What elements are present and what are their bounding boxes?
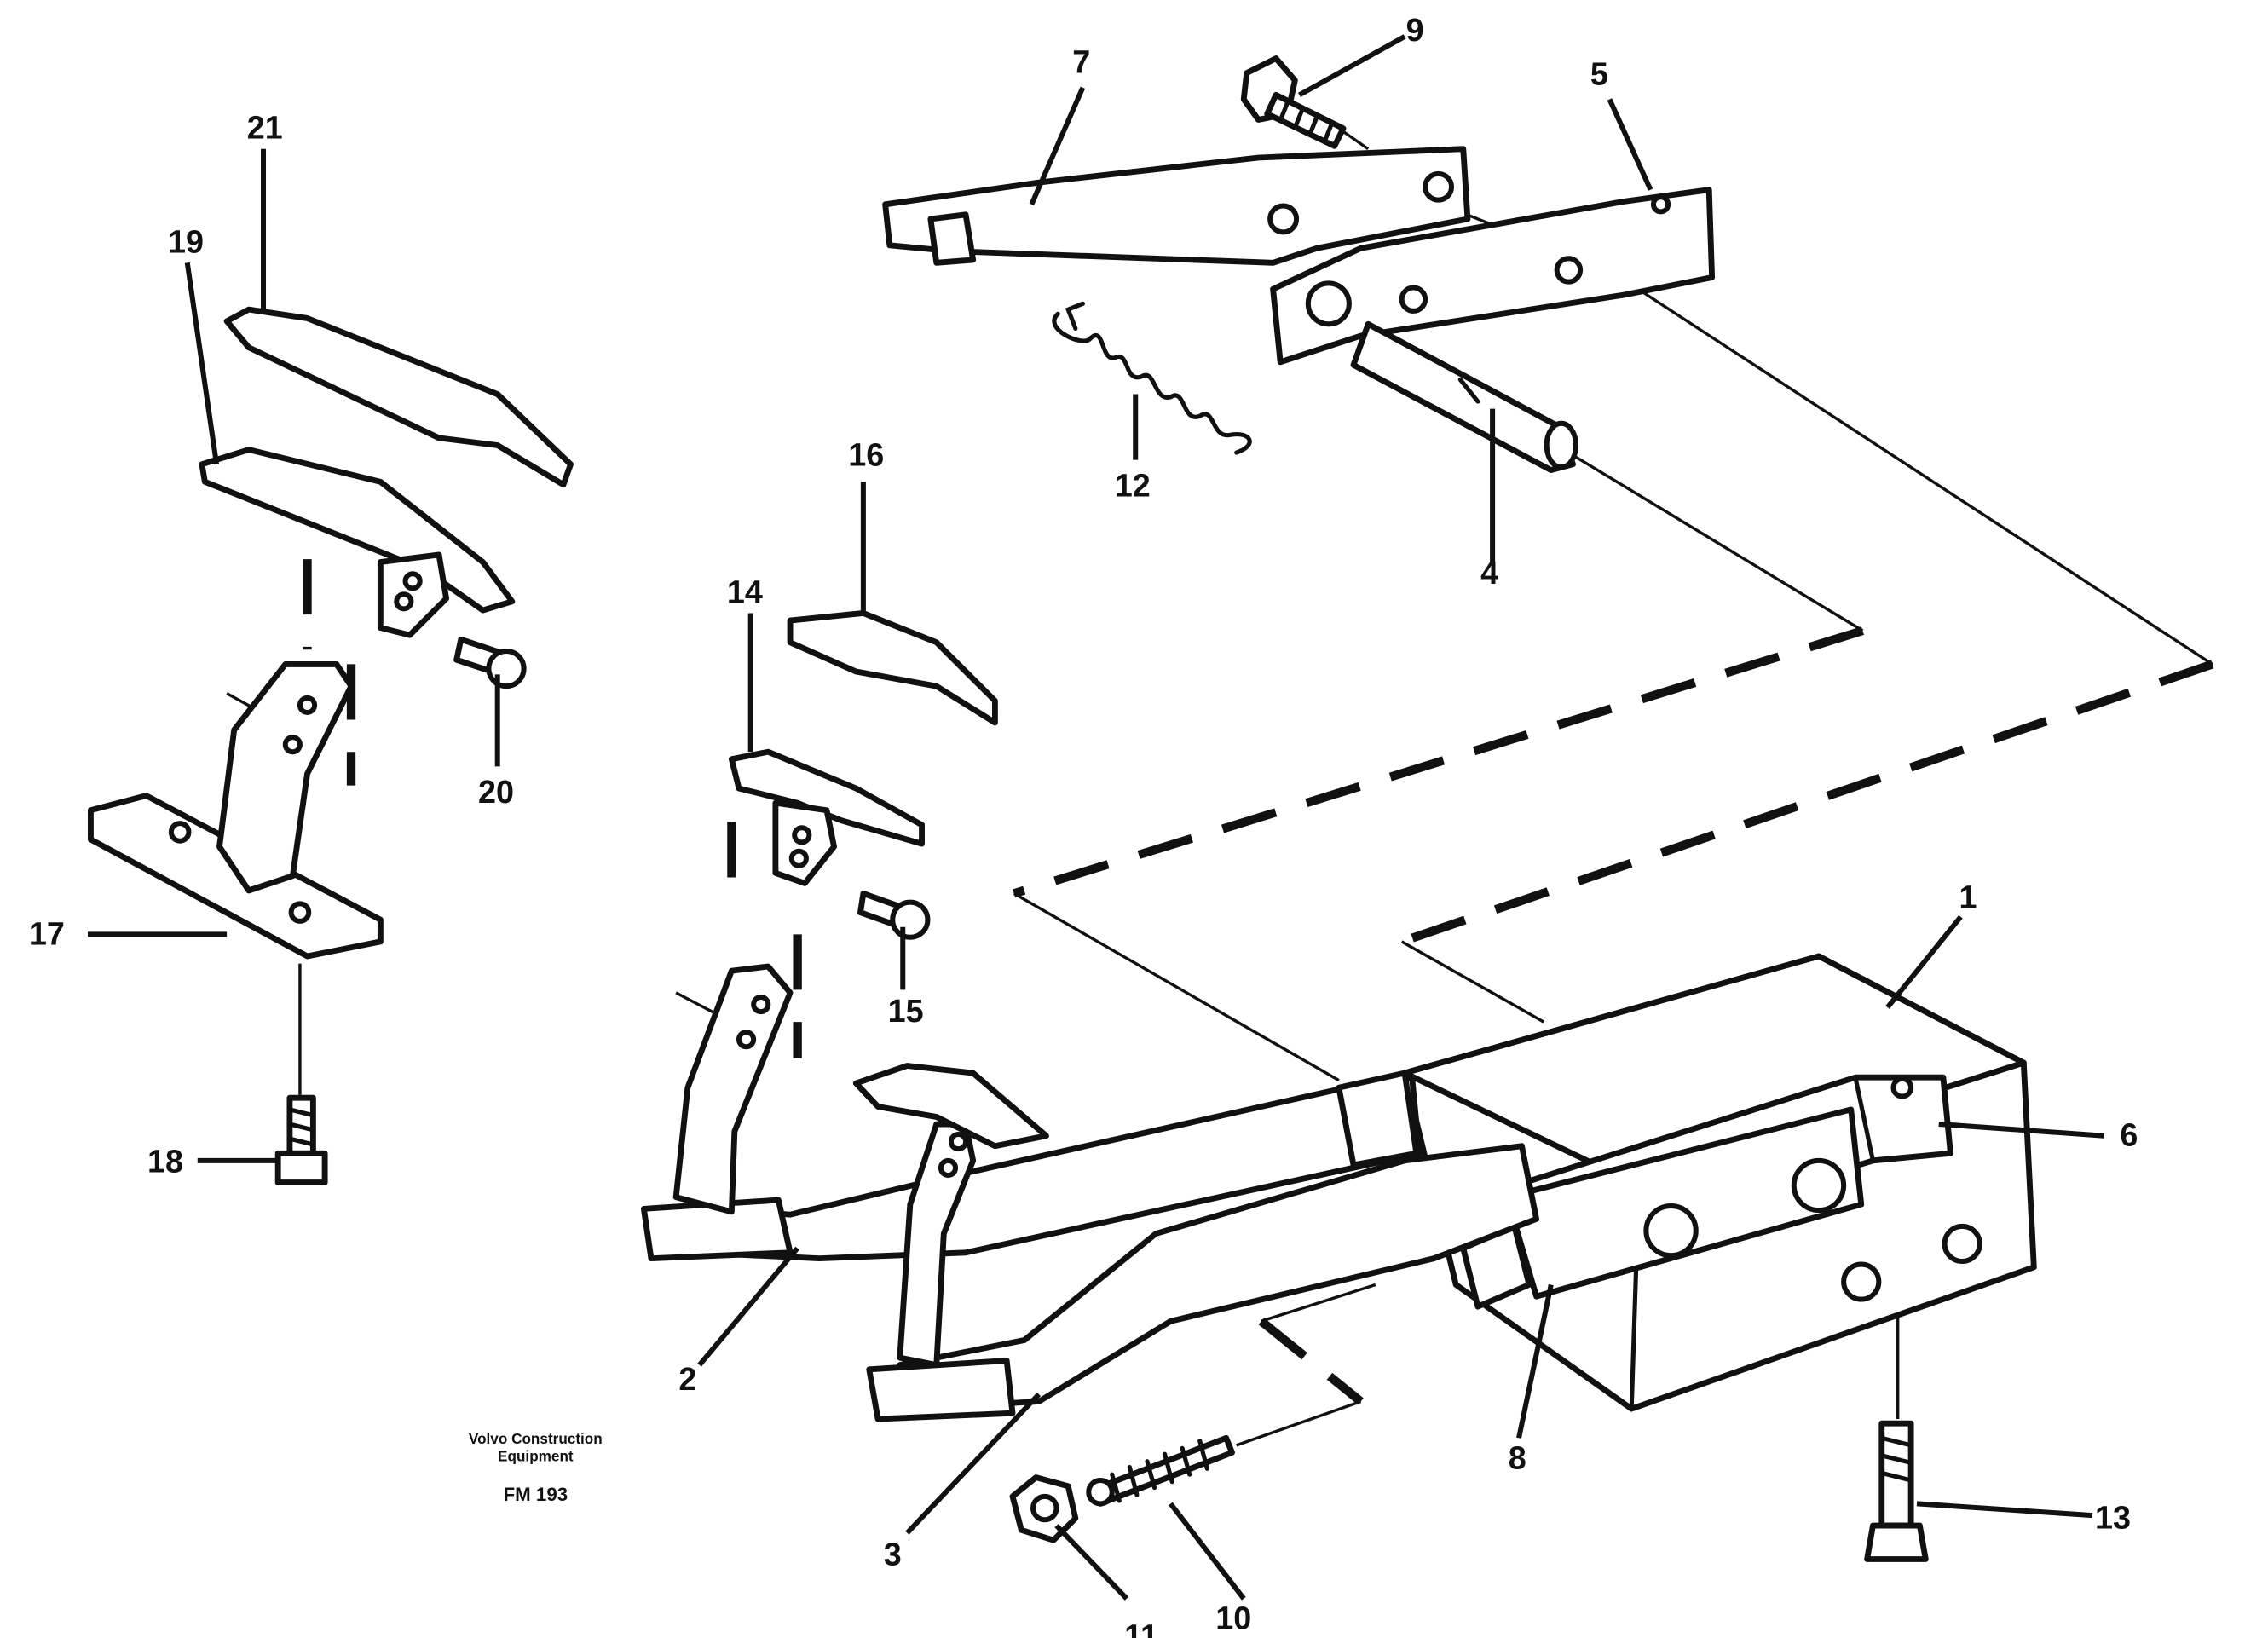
label-20: 20 <box>478 774 514 810</box>
label-19: 19 <box>168 223 204 259</box>
part-17-base-plate <box>88 660 384 960</box>
label-13: 13 <box>2095 1500 2131 1536</box>
label-3: 3 <box>884 1536 902 1572</box>
label-6: 6 <box>2120 1117 2138 1153</box>
drawing-code: FM 193 <box>504 1484 568 1505</box>
label-10: 10 <box>1215 1601 1251 1636</box>
part-20-screw <box>453 636 527 689</box>
label-17: 17 <box>29 915 65 951</box>
label-4: 4 <box>1480 555 1498 591</box>
part-8-bracket <box>1460 1106 1865 1310</box>
label-7: 7 <box>1072 44 1090 80</box>
label-1: 1 <box>1959 880 1977 915</box>
part-4-pivot-shaft <box>1350 320 1578 474</box>
part-15-screw <box>857 890 931 940</box>
part-12-spring <box>1052 301 1252 455</box>
label-18: 18 <box>147 1144 183 1179</box>
drawing-footer: Volvo Construction Equipment FM 193 <box>469 1430 603 1505</box>
part-21-pedal-pad <box>223 306 574 488</box>
label-16: 16 <box>848 436 884 472</box>
part-9-bolt <box>1240 55 1347 149</box>
company-name-line1: Volvo Construction <box>469 1430 603 1447</box>
label-2: 2 <box>678 1361 696 1397</box>
label-9: 9 <box>1406 12 1424 48</box>
part-2-pedal-lever <box>640 963 1423 1262</box>
company-name-line2: Equipment <box>498 1448 574 1465</box>
label-12: 12 <box>1115 467 1151 503</box>
part-16-pedal-pad <box>787 610 998 726</box>
part-10-spring-rod <box>1086 1434 1235 1507</box>
part-19-pedal-pad <box>199 447 516 638</box>
part-14-pedal-pad <box>728 748 926 886</box>
part-13-bolt <box>1864 1420 1929 1562</box>
label-5: 5 <box>1590 55 1608 91</box>
label-21: 21 <box>247 110 283 146</box>
part-11-nut <box>1009 1474 1079 1543</box>
leader-lines <box>88 34 2104 1601</box>
label-15: 15 <box>888 993 924 1029</box>
part-7-link-arm <box>882 146 1471 266</box>
part-5-shaft-bracket <box>1270 187 1716 366</box>
label-14: 14 <box>727 574 763 610</box>
part-number-labels: 1 2 3 4 5 6 7 8 9 10 11 12 13 14 15 16 1… <box>29 12 2138 1638</box>
label-11: 11 <box>1124 1618 1158 1638</box>
part-18-bolt <box>274 1094 328 1185</box>
label-8: 8 <box>1509 1439 1526 1475</box>
part-3-pedal-lever <box>852 1063 1540 1422</box>
